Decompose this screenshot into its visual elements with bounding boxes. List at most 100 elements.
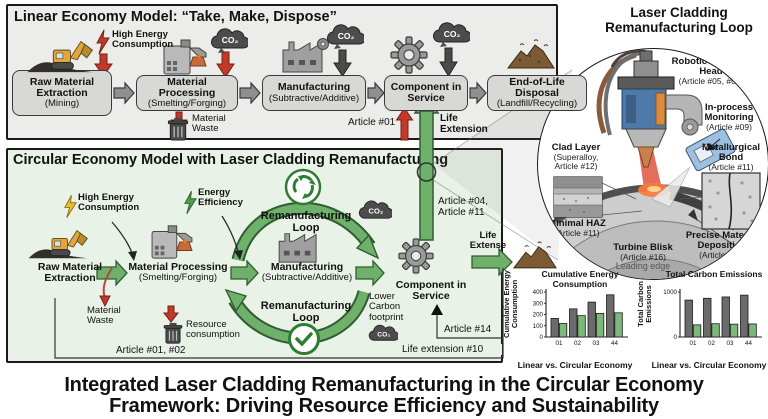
label-main: Minimal HAZ xyxy=(548,218,606,229)
chart-title: Cumulative Energy Consumption xyxy=(541,269,619,289)
label-ref: (Article #11) xyxy=(708,161,754,172)
chart-plot: 0 100 200 300 400 01 02 03 44 xyxy=(533,289,628,347)
svg-text:02: 02 xyxy=(708,340,715,347)
stage-label: Raw Material Extraction xyxy=(37,261,103,285)
linear-panel-title: Linear Economy Model: “Take, Make, Dispo… xyxy=(14,9,337,25)
stage-end-of-life-disposal: End-of-Life Disposal (Landfill/Recycling… xyxy=(487,75,587,111)
bar-circular xyxy=(558,323,568,338)
label-ref: (Article #09) xyxy=(706,121,752,132)
excavator-icon xyxy=(28,230,88,259)
bar-linear xyxy=(740,294,749,338)
svg-text:03: 03 xyxy=(593,340,600,347)
stage-sub: (Smelting/Forging) xyxy=(147,98,227,110)
bar-circular xyxy=(577,315,586,338)
stage-sub: (Subtractive/Additive) xyxy=(268,92,360,104)
loop-detail-title: Laser Cladding Remanufacturing Loop xyxy=(605,5,753,36)
stage-component-in-service: Component in Service xyxy=(384,75,468,111)
label-main: In-process Monitoring xyxy=(704,102,754,123)
figure-title-line1: Integrated Laser Cladding Remanufacturin… xyxy=(64,374,704,396)
svg-text:44: 44 xyxy=(745,340,752,347)
figure-title: Integrated Laser Cladding Remanufacturin… xyxy=(0,375,768,417)
turbine-blisk-label: Turbine Blisk (Article #16) Leading edge xyxy=(605,243,681,271)
factory-icon xyxy=(282,38,329,73)
material-waste-label-circular: Material Waste xyxy=(87,305,121,327)
stage-sub: (Landfill/Recycling) xyxy=(496,98,578,110)
articles-01-02-label: Article #01, #02 xyxy=(116,345,186,356)
cstage-material-processing: Material Processing (Smelting/Forging) xyxy=(126,261,230,284)
chart-y-axis-label: Cumulative Energy Consumption xyxy=(502,270,520,338)
co2-text: CO₂ xyxy=(338,31,355,41)
gear-icon xyxy=(390,36,428,74)
cstage-manufacturing: Manufacturing (Subtractive/Additive) xyxy=(256,261,358,284)
stage-label: Material Processing xyxy=(158,75,216,100)
stage-manufacturing: Manufacturing (Subtractive/Additive) xyxy=(262,75,366,111)
co2-cloud-icon: CO₂ xyxy=(368,324,398,341)
svg-text:0: 0 xyxy=(540,334,544,341)
stage-raw-material-extraction: Raw Material Extraction (Mining) xyxy=(12,70,112,116)
stage-label: Raw Material Extraction xyxy=(29,75,95,100)
robotic-cladding-head-label: Robotic Cladding Head (Article #05, #08) xyxy=(661,57,761,86)
stage-material-processing: Material Processing (Smelting/Forging) xyxy=(136,75,238,111)
high-energy-label-circular: High Energy Consumption xyxy=(78,192,140,214)
chart-x-axis-label: Linear vs. Circular Economy xyxy=(651,360,767,370)
svg-text:01: 01 xyxy=(556,340,563,347)
lower-carbon-label: Lower Carbon footprint xyxy=(369,291,404,323)
co2-text: CO₂ xyxy=(444,29,461,39)
cladding-head xyxy=(617,50,703,168)
svg-text:100: 100 xyxy=(533,323,544,330)
clad-layer-label: Clad Layer (Superalloy, Article #12) xyxy=(543,143,609,171)
label-main: Metallurgical Bond xyxy=(701,142,761,163)
co2-cloud-icon: CO₂ xyxy=(358,200,392,219)
stage-sub: (Smelting/Forging) xyxy=(138,272,218,284)
bar-linear xyxy=(587,301,596,338)
high-energy-label: High Energy Consumption xyxy=(112,29,174,51)
bar-linear xyxy=(721,296,730,338)
bar-circular xyxy=(729,323,739,338)
svg-text:200: 200 xyxy=(533,312,544,319)
minimal-haz-label: Minimal HAZ (Article #11) xyxy=(541,219,613,238)
svg-text:400: 400 xyxy=(533,289,544,296)
bar-circular xyxy=(614,312,623,338)
landfill-icon xyxy=(512,241,558,269)
reman-loop-top-label: Remanufacturing Loop xyxy=(260,210,352,235)
energy-efficiency-label: Energy Efficiency xyxy=(198,187,243,209)
chart-y-axis-label: Total Carbon Emissions xyxy=(636,281,654,327)
label-main: Clad Layer xyxy=(551,142,601,153)
stage-sub: (Subtractive/Additive) xyxy=(261,272,353,284)
co2-text: CO₂ xyxy=(377,331,390,338)
life-extense-label: Life Extense xyxy=(469,230,507,252)
bar-circular xyxy=(692,324,702,338)
svg-text:03: 03 xyxy=(727,340,734,347)
metallurgical-bond-label: Metallurgical Bond (Article #11) xyxy=(695,143,767,172)
bar-linear xyxy=(550,318,559,338)
furnace-icon xyxy=(163,39,207,75)
stage-label: Manufacturing xyxy=(277,81,351,94)
svg-text:02: 02 xyxy=(574,340,581,347)
svg-text:300: 300 xyxy=(533,300,544,307)
svg-text:0: 0 xyxy=(674,334,678,341)
bar-linear xyxy=(606,294,615,338)
camera-view-wedge xyxy=(651,166,691,208)
in-process-monitoring-label: In-process Monitoring (Article #09) xyxy=(691,103,767,132)
cstage-raw-material-extraction: Raw Material Extraction xyxy=(22,261,118,285)
bar-linear xyxy=(569,308,578,338)
label-ref: (Article #05, #08) xyxy=(678,75,744,86)
label-main: Turbine Blisk xyxy=(613,242,673,253)
recycle-icon xyxy=(284,168,322,206)
co2-cloud-icon: CO₂ xyxy=(327,24,364,49)
article-01-label: Article #01 xyxy=(348,117,396,128)
chart-cumulative-energy: Cumulative Energy Consumption Cumulative… xyxy=(502,269,636,370)
stage-label: Component in Service xyxy=(390,80,462,104)
label-main: Robotic Cladding Head xyxy=(671,56,751,77)
label-ref: (Superalloy, Article #12) xyxy=(553,151,599,171)
svg-text:44: 44 xyxy=(611,340,618,347)
label-ref: (Article #04) xyxy=(699,249,745,260)
trash-icon xyxy=(163,322,183,344)
furnace-icon xyxy=(151,225,193,259)
bar-linear xyxy=(684,299,693,338)
chart-x-axis-label: Linear vs. Circular Economy xyxy=(517,360,633,370)
svg-text:01: 01 xyxy=(690,340,697,347)
metallurgical-bond-inset xyxy=(679,172,761,246)
